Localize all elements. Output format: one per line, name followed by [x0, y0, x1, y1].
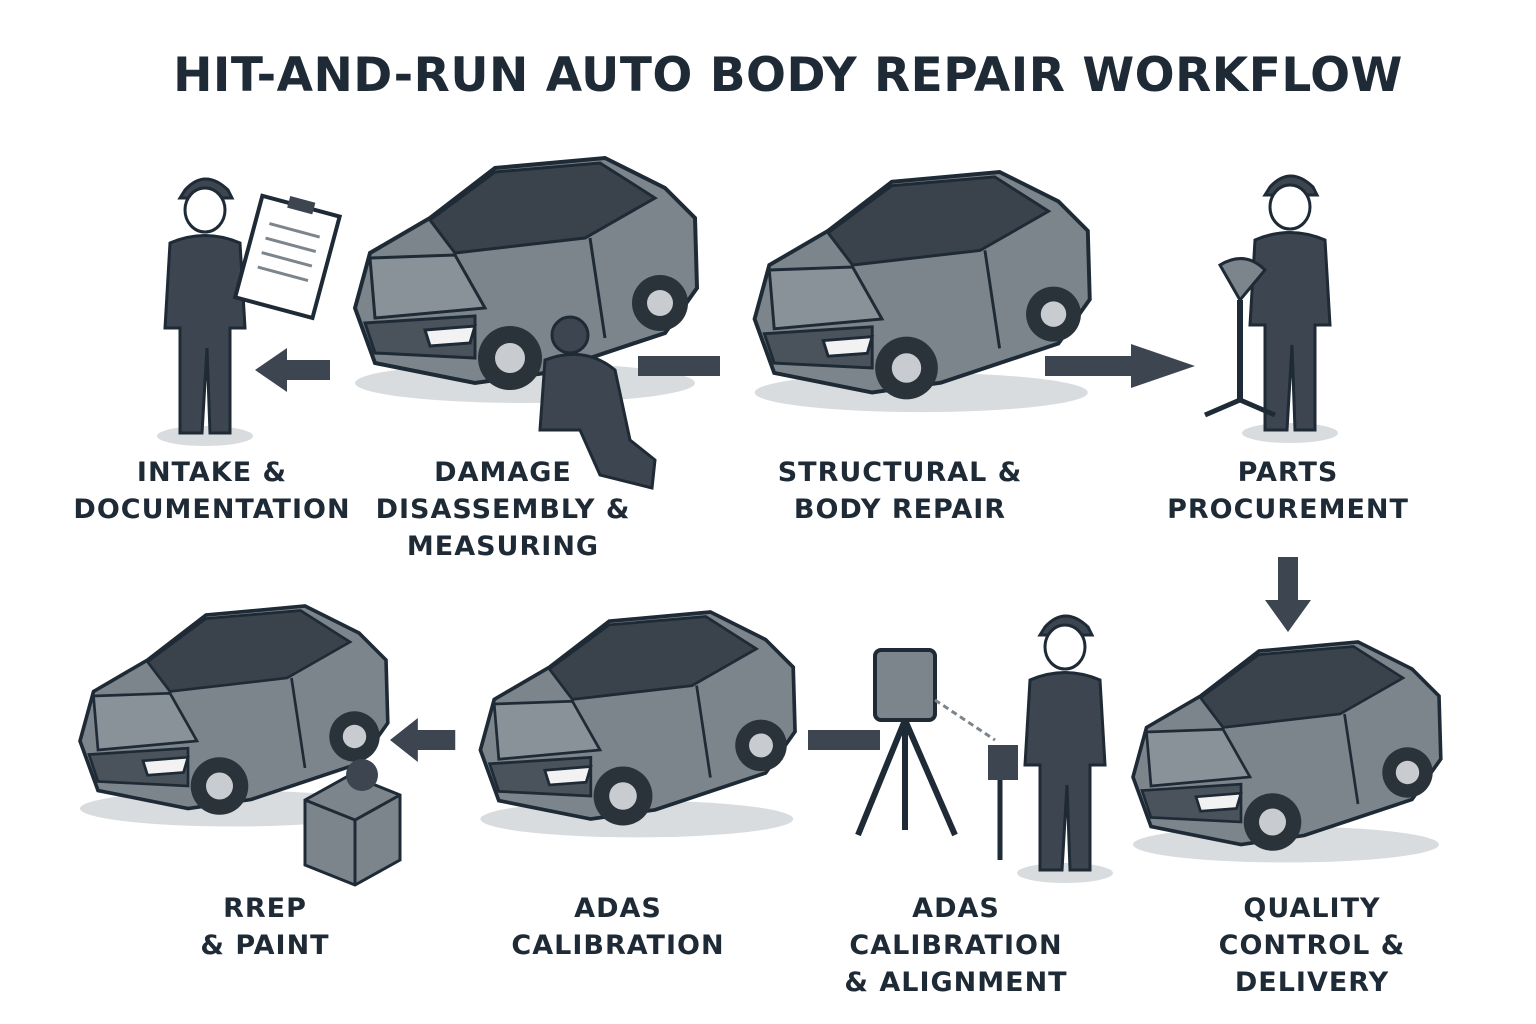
label-line: PARTS [1237, 457, 1339, 488]
connector-bar [808, 730, 880, 750]
inspector-clipboard-icon [155, 177, 343, 448]
technician-parts-stand-icon [1204, 174, 1340, 445]
car-quality-control [1131, 640, 1443, 865]
arrow-left-icon [390, 718, 456, 762]
step-label-parts: PARTS PROCUREMENT [1167, 454, 1409, 528]
label-line: STRUCTURAL & [777, 457, 1023, 488]
label-line: DOCUMENTATION [73, 494, 351, 525]
label-line: ADAS [912, 893, 1000, 924]
arrow-right-icon [1045, 344, 1195, 388]
label-line: ADAS [574, 893, 662, 924]
step-label-prep-paint: RREP & PAINT [200, 890, 329, 964]
step-label-quality: QUALITY CONTROL & DELIVERY [1219, 890, 1406, 1001]
label-line: DISASSEMBLY & [375, 494, 631, 525]
label-line: & ALIGNMENT [844, 967, 1068, 998]
technician-calibration-tripod-icon [855, 614, 1115, 885]
step-label-adas-alignment: ADAS CALIBRATION & ALIGNMENT [844, 890, 1067, 1001]
parts-box-icon [303, 759, 402, 887]
label-line: DAMAGE [434, 457, 572, 488]
step-label-intake: INTAKE & DOCUMENTATION [73, 454, 350, 528]
label-line: INTAKE & [136, 457, 288, 488]
page-title: HIT-AND-RUN AUTO BODY REPAIR WORKFLOW [173, 48, 1403, 103]
label-line: & PAINT [200, 930, 330, 961]
label-line: CONTROL & [1218, 930, 1406, 961]
label-line: PROCUREMENT [1167, 494, 1409, 525]
car-structural-repair [752, 170, 1092, 415]
label-line: CALIBRATION [849, 930, 1063, 961]
label-line: MEASURING [406, 531, 600, 562]
arrow-left-icon [255, 348, 330, 392]
step-label-adas-calibration: ADAS CALIBRATION [511, 890, 724, 964]
label-line: DELIVERY [1234, 967, 1390, 998]
label-line: BODY REPAIR [793, 494, 1007, 525]
label-line: QUALITY [1243, 893, 1381, 924]
kneeling-technician-icon [538, 315, 657, 490]
step-label-structural: STRUCTURAL & BODY REPAIR [778, 454, 1023, 528]
arrow-down-icon [1265, 557, 1311, 632]
label-line: CALIBRATION [511, 930, 725, 961]
connector-bar [638, 356, 720, 376]
car-adas-calibration [478, 610, 797, 840]
label-line: RREP [223, 893, 307, 924]
step-label-damage: DAMAGE DISASSEMBLY & MEASURING [376, 454, 631, 565]
